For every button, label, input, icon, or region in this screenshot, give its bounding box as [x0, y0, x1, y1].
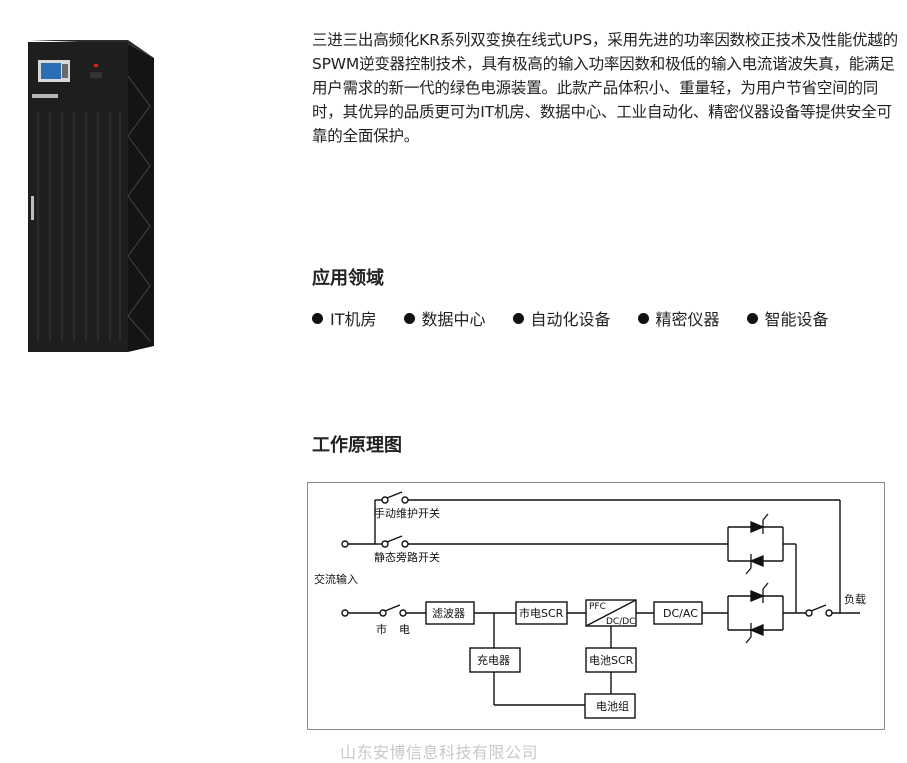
battery-scr-label: 电池SCR — [589, 654, 634, 667]
application-item-label: 自动化设备 — [530, 310, 611, 329]
bullet-icon — [637, 312, 649, 324]
mains-label-2: 电 — [399, 623, 410, 636]
bullet-icon — [312, 312, 323, 324]
battery-label: 电池组 — [596, 699, 629, 713]
load-label: 负载 — [844, 592, 866, 606]
application-section-title: 应用领域 — [312, 268, 384, 289]
ups-cabinet-image — [28, 40, 154, 352]
application-item-label: 智能设备 — [764, 310, 829, 329]
application-item-label: IT机房 — [330, 310, 377, 329]
application-list: IT机房 数据中心 自动化设备 精密仪器 智能设备 — [312, 306, 856, 330]
bullet-icon — [512, 312, 524, 324]
list-item: 精密仪器 — [637, 306, 720, 330]
manual-switch-label: 手动维护开关 — [374, 506, 440, 520]
dcdc-label: DC/DC — [606, 617, 635, 627]
static-switch-label: 静态旁路开关 — [374, 550, 440, 564]
mains-label-1: 市 — [376, 622, 387, 636]
filter-label: 滤波器 — [432, 607, 465, 620]
pfc-label: PFC — [589, 602, 606, 612]
mains-scr-label: 市电SCR — [519, 606, 564, 620]
bullet-icon — [403, 312, 415, 324]
company-watermark: 山东安博信息科技有限公司 — [340, 743, 539, 762]
circuit-diagram-svg: 手动维护开关 静态旁路开关 交流输入 市 电 滤波器 市电SCR PFC DC/… — [314, 491, 866, 719]
intro-paragraph: 三进三出高频化KR系列双变换在线式UPS，采用先进的功率因数校正技术及性能优越的… — [312, 31, 898, 145]
diagram-section-title: 工作原理图 — [312, 435, 402, 456]
list-item: 自动化设备 — [512, 306, 611, 330]
working-principle-diagram: 手动维护开关 静态旁路开关 交流输入 市 电 滤波器 市电SCR PFC DC/… — [307, 482, 885, 730]
application-item-label: 数据中心 — [421, 310, 486, 329]
ac-input-label: 交流输入 — [314, 572, 358, 586]
dcac-label: DC/AC — [663, 607, 698, 620]
application-item-label: 精密仪器 — [655, 310, 720, 329]
bullet-icon — [746, 312, 758, 324]
list-item: 智能设备 — [746, 306, 829, 330]
list-item: IT机房 — [312, 306, 377, 330]
charger-label: 充电器 — [477, 653, 510, 667]
list-item: 数据中心 — [403, 306, 486, 330]
